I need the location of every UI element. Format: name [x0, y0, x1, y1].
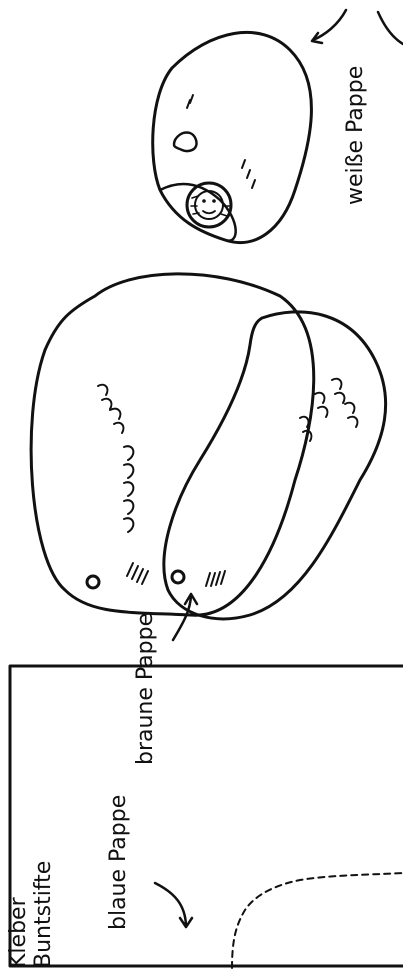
- brown-fish-piece-2: [164, 312, 386, 619]
- brown-fish-piece-1: [31, 274, 314, 615]
- blue-cardboard-piece: [10, 666, 403, 968]
- white-bean-piece: [153, 32, 312, 242]
- label-buntstifte: Buntstifte: [33, 861, 55, 968]
- label-braune-pappe: braune Pappe: [135, 613, 157, 765]
- label-blaue-pappe: blaue Pappe: [108, 795, 130, 930]
- arrows-weisse-pappe: [312, 10, 403, 44]
- arrow-blaue-pappe: [155, 883, 192, 927]
- label-weisse-pappe: weiße Pappe: [345, 66, 367, 205]
- label-kleber: Kleber: [8, 897, 30, 968]
